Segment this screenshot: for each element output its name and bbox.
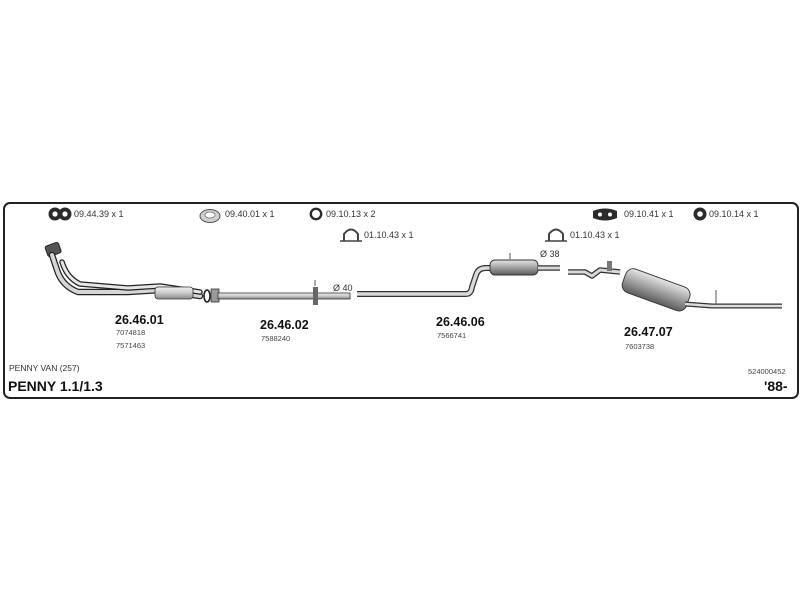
u-clamp-icon [545,228,567,242]
model-year: '88- [764,378,788,394]
rear-silencer-26-47-07 [568,261,782,312]
part-number: 26.47.07 [624,325,673,339]
diagram-code: 524000452 [748,367,786,376]
gasket-icon [48,207,72,221]
front-pipe-26-46-01 [44,241,211,303]
accessory-label: 09.10.41 x 1 [624,209,674,219]
vehicle-name: PENNY 1.1/1.3 [8,378,103,394]
part-number: 26.46.02 [260,318,309,332]
diameter-label: Ø 40 [333,283,353,293]
ring-gasket-icon [199,209,221,223]
oem-reference: 7571463 [116,341,146,350]
accessory-label: 01.10.43 x 1 [570,230,620,240]
accessory-label: 09.10.14 x 1 [709,209,759,219]
intermediate-pipe-26-46-02 [210,280,351,305]
hanger-icon [693,207,707,221]
middle-silencer-26-46-06 [357,253,560,297]
u-clamp-icon [340,228,362,242]
oem-reference: 7603738 [625,342,655,351]
rubber-mount-icon [593,208,617,221]
diameter-label: Ø 38 [540,249,560,259]
accessory-label: 01.10.43 x 1 [364,230,414,240]
accessory-label: 09.44.39 x 1 [74,209,124,219]
part-number: 26.46.01 [115,313,164,327]
oem-reference: 7566741 [437,331,467,340]
part-number: 26.46.06 [436,315,485,329]
vehicle-model: PENNY VAN (257) [9,363,80,373]
oem-reference: 7074818 [116,328,146,337]
oem-reference: 7588240 [261,334,291,343]
accessory-label: 09.10.13 x 2 [326,209,376,219]
rubber-ring-icon [309,207,323,221]
accessory-label: 09.40.01 x 1 [225,209,275,219]
